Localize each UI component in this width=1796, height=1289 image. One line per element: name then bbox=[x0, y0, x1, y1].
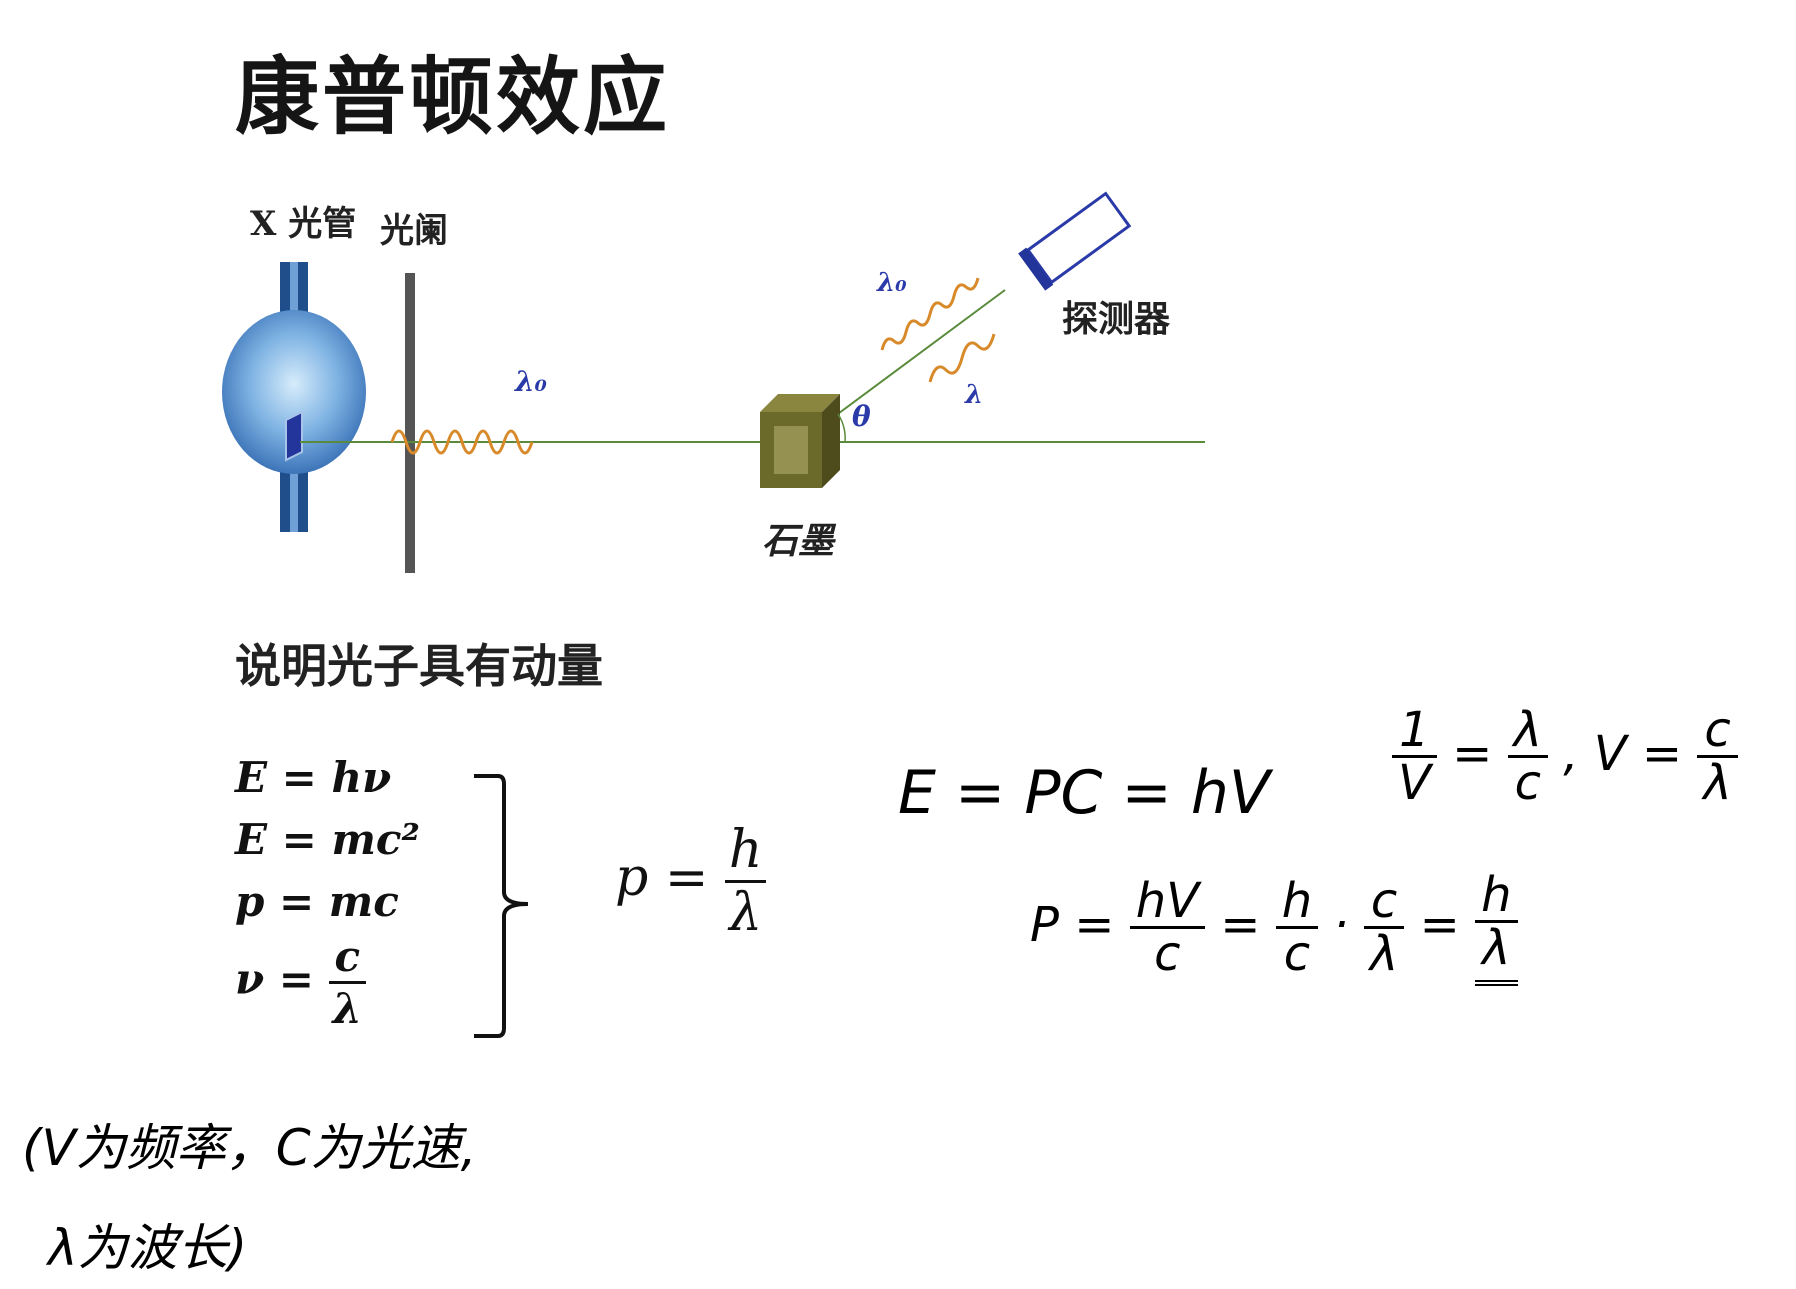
hw-frac-lambda-over-c: λ c bbox=[1507, 702, 1548, 809]
equation-nu-fraction: c λ bbox=[328, 932, 367, 1033]
hw-eq2: = bbox=[1220, 896, 1261, 953]
hw-f1-num: 1 bbox=[1399, 702, 1430, 758]
hw-frac-c-over-lambda: c λ bbox=[1697, 702, 1738, 809]
subtitle: 说明光子具有动量 bbox=[235, 639, 603, 693]
result-p-h-lambda: p = h λ bbox=[615, 820, 767, 943]
hw-eq1: = bbox=[1452, 725, 1493, 782]
hw-frac-1-over-v: 1 V bbox=[1392, 705, 1437, 809]
hw-eq3: = bbox=[1419, 896, 1460, 953]
label-xray-tube: X 光管 bbox=[250, 204, 357, 244]
hw-f6-den: λ bbox=[1363, 926, 1405, 980]
hw-f4-num: hV bbox=[1135, 873, 1199, 929]
label-graphite: 石墨 bbox=[762, 520, 835, 562]
equation-nu-num: c bbox=[334, 932, 361, 981]
hw-frac-h-over-c: h c bbox=[1275, 873, 1319, 980]
equation-e-hv: E = hν bbox=[235, 753, 392, 802]
equation-nu-den: λ bbox=[328, 981, 367, 1033]
result-den: λ bbox=[724, 880, 767, 943]
handwritten-line-energy: E = PC = hV bbox=[898, 758, 1270, 828]
hw-f5-num: h bbox=[1281, 873, 1313, 929]
aperture-bar bbox=[405, 273, 415, 573]
hw-f2-den: c bbox=[1507, 755, 1548, 809]
hw-f7-num: h bbox=[1481, 867, 1512, 923]
label-theta: θ bbox=[852, 400, 871, 433]
label-lambda0-scattered: λ₀ bbox=[877, 268, 907, 298]
hw-f3-den: λ bbox=[1697, 755, 1738, 809]
hw-f1-den: V bbox=[1392, 755, 1437, 809]
hw-f5-den: c bbox=[1275, 926, 1319, 980]
label-aperture: 光阑 bbox=[380, 211, 448, 251]
incident-wave bbox=[390, 429, 534, 455]
equation-p-mc: p = mc bbox=[235, 877, 399, 926]
hw-frac-hv-over-c: hV c bbox=[1129, 873, 1205, 980]
handwritten-line-momentum: P = hV c = h c · c λ = h λ bbox=[1030, 870, 1518, 986]
label-detector: 探测器 bbox=[1062, 298, 1171, 340]
hw-f2-num: λ bbox=[1513, 702, 1542, 758]
scattered-wave-lambda bbox=[928, 333, 996, 383]
theta-arc bbox=[837, 413, 846, 443]
handwritten-note-line1: (V为频率，C为光速, bbox=[22, 1119, 477, 1177]
label-lambda0-incident: λ₀ bbox=[515, 365, 547, 398]
equation-e-mc2: E = mc² bbox=[235, 815, 420, 864]
detector-icon bbox=[1018, 191, 1132, 291]
hw-f4-den: c bbox=[1129, 926, 1205, 980]
result-fraction: h λ bbox=[724, 820, 767, 943]
result-lhs: p = bbox=[615, 848, 709, 908]
hw-frac-h-over-lambda: h λ bbox=[1475, 867, 1518, 986]
handwritten-line-frequency: 1 V = λ c , V = c λ bbox=[1392, 705, 1738, 809]
equation-nu-lhs: ν = bbox=[235, 954, 314, 1004]
label-lambda-scattered: λ bbox=[965, 380, 984, 410]
page-title: 康普顿效应 bbox=[235, 48, 671, 146]
hw-f3-num: c bbox=[1704, 702, 1731, 758]
hw-f6-num: c bbox=[1370, 873, 1398, 929]
result-num: h bbox=[728, 820, 763, 880]
hw-dot: · bbox=[1333, 896, 1349, 953]
equation-nu-c-lambda: ν = c λ bbox=[235, 932, 367, 1033]
scattered-wave-lambda0 bbox=[880, 277, 980, 351]
hw-p-eq: P = bbox=[1030, 896, 1115, 953]
graphite-block-icon bbox=[760, 394, 840, 488]
right-brace-icon bbox=[474, 774, 529, 1038]
handwritten-note-line2: λ为波长) bbox=[48, 1219, 248, 1277]
hw-sep: , bbox=[1563, 725, 1579, 782]
hw-v-eq: V = bbox=[1593, 725, 1683, 782]
hw-frac-c-over-lambda-2: c λ bbox=[1363, 873, 1405, 980]
hw-f7-den: λ bbox=[1475, 920, 1518, 974]
xray-tube-icon bbox=[222, 262, 366, 532]
